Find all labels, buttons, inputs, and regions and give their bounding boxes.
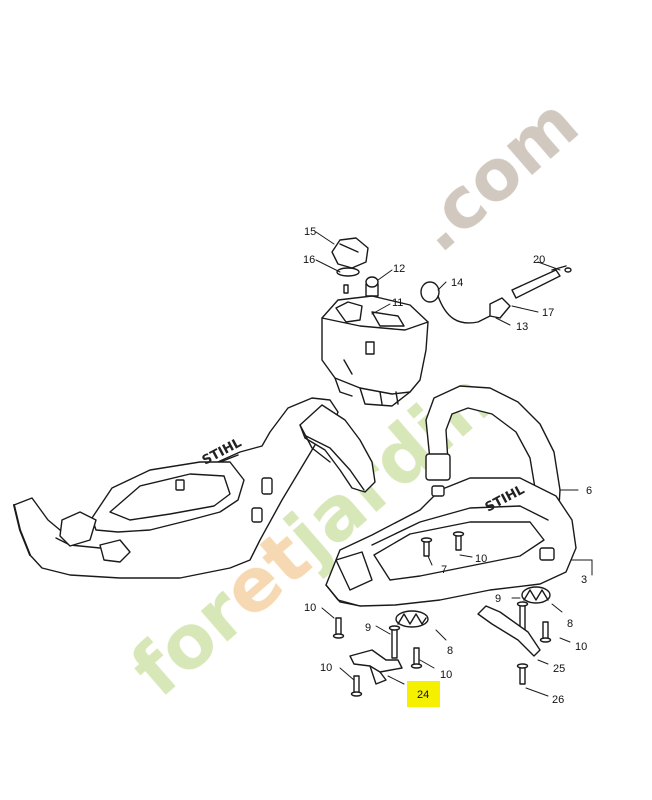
part-label: 16 bbox=[303, 254, 315, 266]
fuel-pickup bbox=[365, 276, 379, 297]
screw-i bbox=[516, 663, 529, 685]
screw-d bbox=[388, 625, 401, 659]
screw-group bbox=[332, 531, 552, 697]
part-label: 10 bbox=[475, 553, 487, 565]
part-label: 10 bbox=[440, 669, 452, 681]
bracket-24 bbox=[349, 649, 403, 685]
part-label: 14 bbox=[451, 277, 463, 289]
screw-b bbox=[452, 531, 465, 551]
part-label: 10 bbox=[304, 602, 316, 614]
part-label: 26 bbox=[552, 694, 564, 706]
leader-lines bbox=[315, 231, 593, 697]
part-label: 7 bbox=[441, 564, 447, 576]
screw-g bbox=[516, 601, 529, 631]
screw-h bbox=[539, 621, 552, 643]
part-label: 17 bbox=[542, 307, 554, 319]
front-housing bbox=[325, 477, 577, 607]
fuel-hose bbox=[489, 265, 572, 319]
screw-f bbox=[350, 675, 363, 697]
part-label: 20 bbox=[533, 254, 545, 266]
screw-a bbox=[420, 537, 433, 557]
part-label: 9 bbox=[495, 593, 501, 605]
part-label: 15 bbox=[304, 226, 316, 238]
watermark-suffix: .com bbox=[397, 82, 594, 268]
highlight-box-24 bbox=[407, 681, 440, 707]
watermark-text: foretjardin bbox=[115, 355, 510, 714]
part-label: 10 bbox=[575, 641, 587, 653]
part-label: 11 bbox=[392, 297, 403, 309]
part-label: 12 bbox=[393, 263, 405, 275]
part-label-highlighted: 24 bbox=[417, 689, 429, 701]
part-label: 8 bbox=[567, 618, 573, 630]
screw-e bbox=[410, 647, 423, 669]
part-label: 3 bbox=[581, 574, 587, 586]
part-label: 10 bbox=[320, 662, 332, 674]
part-label: 6 bbox=[586, 485, 592, 497]
part-label: 13 bbox=[516, 321, 528, 333]
line-art bbox=[13, 231, 593, 697]
part-label: 8 bbox=[447, 645, 453, 657]
part-label: 9 bbox=[365, 622, 371, 634]
handle-tube bbox=[299, 404, 376, 493]
spring-right bbox=[521, 586, 551, 604]
screw-c bbox=[332, 617, 345, 639]
part-label: 25 bbox=[553, 663, 565, 675]
primer-bulb bbox=[420, 281, 491, 324]
spring-left bbox=[395, 610, 429, 628]
strap-25 bbox=[477, 605, 541, 657]
tank-cap bbox=[331, 237, 369, 294]
part-labels: 15 16 12 14 20 11 17 13 6 10 7 3 10 9 8 … bbox=[303, 226, 592, 706]
rear-handle-housing bbox=[13, 397, 339, 579]
fuel-tank bbox=[321, 295, 429, 407]
